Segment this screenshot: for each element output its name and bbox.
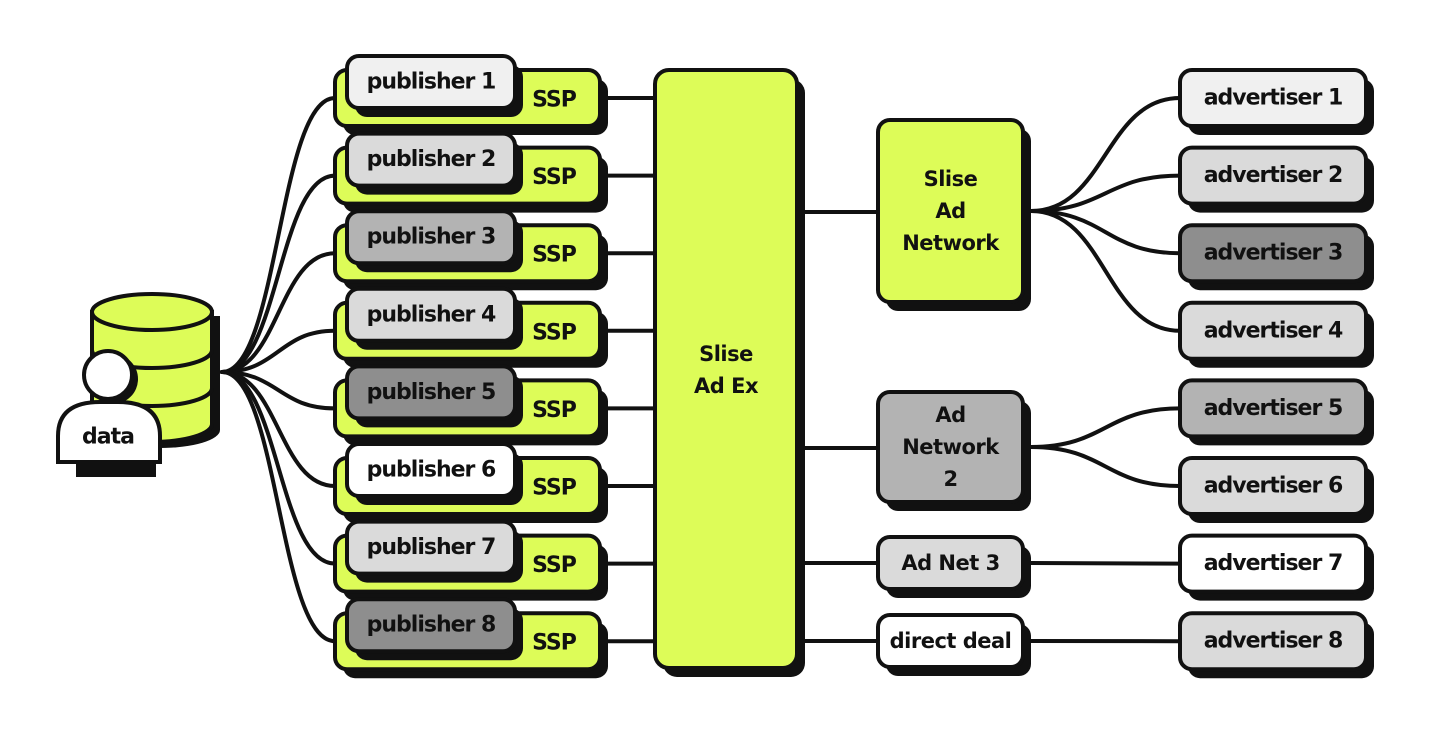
advertiser-label-8: advertiser 8 <box>1204 629 1343 654</box>
advertiser-label-1: advertiser 1 <box>1204 86 1343 111</box>
user-head-icon <box>82 349 134 401</box>
ssp-label-3: SSP <box>532 243 577 268</box>
publisher-6-group: SSP publisher 6 <box>333 442 608 523</box>
ad-exchange-box <box>653 68 799 670</box>
ssp-label-4: SSP <box>532 320 577 345</box>
data-node: data <box>56 292 220 477</box>
network-1-label-1: Slise <box>924 167 978 191</box>
data-to-publisher-6 <box>220 370 337 488</box>
ssp-label-6: SSP <box>532 476 577 501</box>
publisher-box-2 <box>345 131 517 188</box>
network-2-label-1: Ad <box>935 403 965 427</box>
publisher-label-2: publisher 2 <box>367 147 496 172</box>
network-2-to-advertiser-6 <box>1029 445 1182 488</box>
advertiser-box-6 <box>1178 456 1368 516</box>
data-to-publisher-7 <box>220 370 337 566</box>
advertiser-box-8 <box>1178 611 1368 672</box>
user-body-icon <box>56 400 162 464</box>
network-2-label-2: Network <box>902 435 1000 459</box>
advertiser-label-6: advertiser 6 <box>1204 474 1343 499</box>
data-to-publisher-5 <box>220 370 337 411</box>
publisher-8-group: SSP publisher 8 <box>333 597 608 679</box>
advertiser-box-5 <box>1178 378 1368 439</box>
publisher-label-4: publisher 4 <box>367 302 496 327</box>
advertiser-box-4 <box>1178 300 1368 361</box>
publisher-label-7: publisher 7 <box>367 535 496 560</box>
ssp-label-1: SSP <box>532 88 577 113</box>
network-box-4 <box>876 613 1025 669</box>
publisher-box-3 <box>345 209 517 266</box>
publisher-2-group: SSP publisher 2 <box>333 131 608 213</box>
advertiser-2: advertiser 2 <box>1178 145 1374 213</box>
ssp-label-5: SSP <box>532 398 577 423</box>
data-to-publisher-3 <box>220 251 337 374</box>
publisher-label-8: publisher 8 <box>367 613 496 638</box>
data-label: data <box>82 425 134 450</box>
publisher-label-3: publisher 3 <box>367 225 496 250</box>
publisher-7-group: SSP publisher 7 <box>333 519 608 601</box>
advertiser-label-4: advertiser 4 <box>1204 318 1343 343</box>
network-box-1 <box>876 118 1025 304</box>
advertiser-label-7: advertiser 7 <box>1204 551 1343 576</box>
network-1-to-advertiser-2 <box>1029 173 1182 213</box>
ad-exchange-label-2: Ad Ex <box>694 374 759 398</box>
data-to-publisher-1 <box>220 96 337 374</box>
network-4: direct deal <box>876 613 1031 676</box>
network-2-to-advertiser-5 <box>1029 406 1182 449</box>
network-1-label-3: Network <box>902 231 1000 255</box>
publisher-4-group: SSP publisher 4 <box>333 286 608 368</box>
advertiser-box-3 <box>1178 223 1368 284</box>
advertiser-1: advertiser 1 <box>1178 68 1374 135</box>
ad-exchange: Slise Ad Ex <box>653 68 805 677</box>
network-2-label-3: 2 <box>943 467 957 491</box>
publisher-1-group: SSP publisher 1 <box>333 54 608 135</box>
data-to-publisher-2 <box>220 173 337 374</box>
advertiser-box-1 <box>1178 68 1368 128</box>
network-3: Ad Net 3 <box>876 535 1031 598</box>
data-to-publisher-4 <box>220 328 337 374</box>
network-4-label-1: direct deal <box>890 629 1012 653</box>
network-box-3 <box>876 535 1025 591</box>
ssp-label-2: SSP <box>532 165 577 190</box>
publisher-box-5 <box>345 364 517 421</box>
network-1-to-advertiser-3 <box>1029 209 1182 256</box>
ssp-label-8: SSP <box>532 631 577 656</box>
data-to-publisher-8 <box>220 370 337 644</box>
publisher-box-4 <box>345 286 517 343</box>
network-1-to-advertiser-1 <box>1029 96 1182 213</box>
publisher-5-group: SSP publisher 5 <box>333 364 608 446</box>
ad-exchange-label-1: Slise <box>699 342 753 366</box>
publisher-label-5: publisher 5 <box>367 380 496 405</box>
ssp-label-7: SSP <box>532 553 577 578</box>
publisher-box-1 <box>345 54 517 110</box>
network-1-label-2: Ad <box>935 199 965 223</box>
publisher-box-7 <box>345 519 517 576</box>
publisher-label-1: publisher 1 <box>367 70 496 95</box>
advertiser-6: advertiser 6 <box>1178 456 1374 523</box>
network-3-to-advertiser-7 <box>1029 561 1182 566</box>
advertiser-box-2 <box>1178 145 1368 206</box>
advertiser-box-7 <box>1178 533 1368 594</box>
advertiser-label-3: advertiser 3 <box>1204 241 1343 266</box>
advertiser-3: advertiser 3 <box>1178 223 1374 291</box>
advertiser-label-2: advertiser 2 <box>1204 163 1343 188</box>
advertiser-4: advertiser 4 <box>1178 300 1374 368</box>
network-3-label-1: Ad Net 3 <box>901 551 999 575</box>
publisher-box-6 <box>345 442 517 498</box>
advertiser-label-5: advertiser 5 <box>1204 396 1343 421</box>
advertiser-5: advertiser 5 <box>1178 378 1374 446</box>
publisher-box-8 <box>345 597 517 654</box>
publisher-label-6: publisher 6 <box>367 458 496 483</box>
publisher-3-group: SSP publisher 3 <box>333 209 608 291</box>
advertiser-7: advertiser 7 <box>1178 533 1374 601</box>
network-1-to-advertiser-4 <box>1029 209 1182 333</box>
advertiser-8: advertiser 8 <box>1178 611 1374 679</box>
connection-layer <box>220 96 1182 644</box>
network-box-2 <box>876 390 1025 504</box>
